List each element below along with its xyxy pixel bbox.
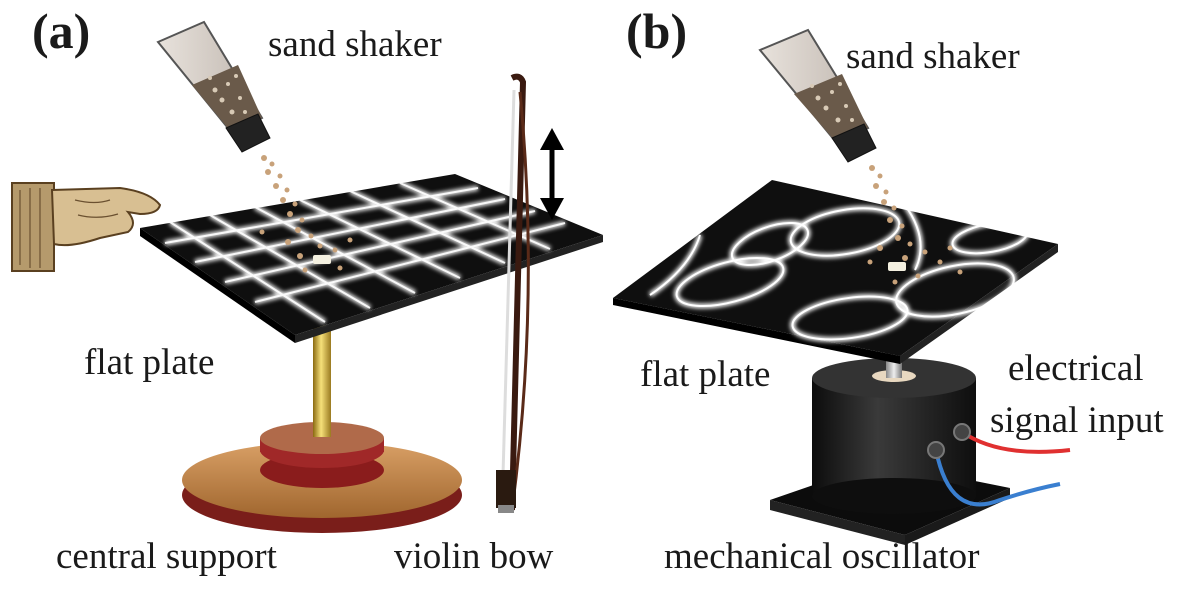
flat-plate-label-a: flat plate — [84, 342, 215, 383]
signal-wires — [927, 423, 1071, 507]
panel-b — [613, 28, 1071, 545]
violin-bow-label: violin bow — [394, 536, 554, 577]
hand-icon — [11, 182, 162, 272]
vertical-motion-arrow-icon — [540, 128, 564, 220]
panel-b-label: (b) — [626, 3, 688, 59]
sand-shaker-label-a: sand shaker — [268, 24, 442, 65]
signal-input-label: signal input — [990, 400, 1164, 441]
flat-plate-b — [613, 180, 1058, 364]
sand-stream-a — [259, 155, 353, 273]
sand-shaker-label-b: sand shaker — [846, 36, 1020, 77]
central-support-label: central support — [56, 536, 277, 577]
mechanical-oscillator-label: mechanical oscillator — [664, 536, 980, 577]
sand-shaker-b-icon — [758, 28, 877, 163]
central-rod — [313, 325, 331, 437]
panel-a-label: (a) — [32, 3, 91, 59]
sand-stream-b — [867, 165, 963, 285]
flat-plate-label-b: flat plate — [640, 354, 771, 395]
flat-plate-a — [140, 174, 603, 343]
violin-bow-icon — [496, 73, 530, 513]
support-base — [182, 422, 462, 533]
electrical-label: electrical — [1008, 348, 1144, 389]
panel-a — [11, 20, 603, 533]
sand-shaker-a-icon — [156, 20, 271, 153]
